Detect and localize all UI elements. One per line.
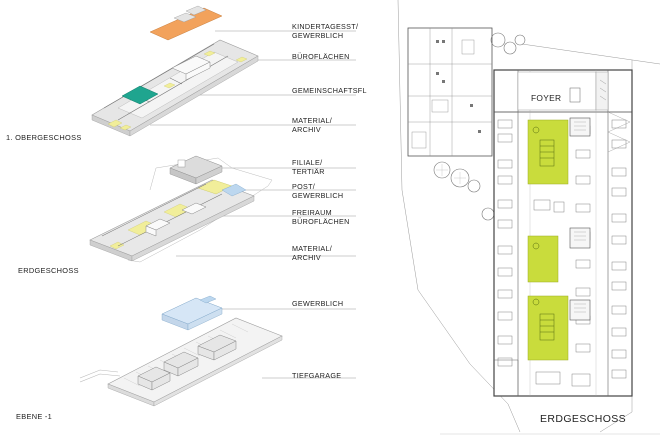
level-basement-title: EBENE -1: [16, 412, 53, 421]
label-filiale-line2: TERTIÄR: [292, 167, 325, 176]
annex-building: [407, 27, 493, 157]
label-post: POST/ GEWERBLICH: [292, 182, 343, 200]
green-courtyard-2: [527, 235, 559, 283]
label-filiale: FILIALE/ TERTIÄR: [292, 158, 325, 176]
label-freiraum-line2: BÜROFLÄCHEN: [292, 217, 350, 226]
label-freiraum-line1: FREIRAUM: [292, 208, 332, 217]
label-post-line1: POST/: [292, 182, 316, 191]
label-material-eg-line2: ARCHIV: [292, 253, 321, 262]
upper-floor-axo: [91, 5, 259, 137]
cores: [569, 117, 591, 321]
basement-axo: [79, 295, 283, 407]
label-gemeinschaft: GEMEINSCHAFTSFL: [292, 86, 367, 95]
ground-floor-plan: [397, 0, 660, 435]
label-material-og: MATERIAL/ ARCHIV: [292, 116, 332, 134]
label-tiefgarage: TIEFGARAGE: [292, 371, 342, 380]
label-material-og-line2: ARCHIV: [292, 125, 321, 134]
green-courtyard-3: [527, 295, 569, 361]
level-upper-title: 1. OBERGESCHOSS: [6, 133, 82, 142]
gemeinschaft-block: [121, 85, 159, 105]
label-kindergarten-line2: GEWERBLICH: [292, 31, 344, 40]
foyer-room: [517, 71, 597, 111]
label-freiraum: FREIRAUM BÜROFLÄCHEN: [292, 208, 350, 226]
label-kindergarten: KINDERTAGESST/ GEWERBLICH: [292, 22, 358, 40]
label-post-line2: GEWERBLICH: [292, 191, 344, 200]
label-material-og-line1: MATERIAL/: [292, 116, 333, 125]
level-ground-title: ERDGESCHOSS: [18, 266, 79, 275]
plan-foyer-label: FOYER: [531, 93, 562, 103]
desk-clusters: [497, 119, 627, 387]
label-material-eg-line1: MATERIAL/: [292, 244, 333, 253]
label-gewerblich: GEWERBLICH: [292, 299, 344, 308]
ground-floor-axo: [89, 155, 273, 263]
label-material-eg: MATERIAL/ ARCHIV: [292, 244, 332, 262]
label-kindergarten-line1: KINDERTAGESST/: [292, 22, 359, 31]
label-filiale-line1: FILIALE/: [292, 158, 323, 167]
plan-title: ERDGESCHOSS: [540, 413, 627, 425]
label-buero-og: BÜROFLÄCHEN: [292, 52, 350, 61]
